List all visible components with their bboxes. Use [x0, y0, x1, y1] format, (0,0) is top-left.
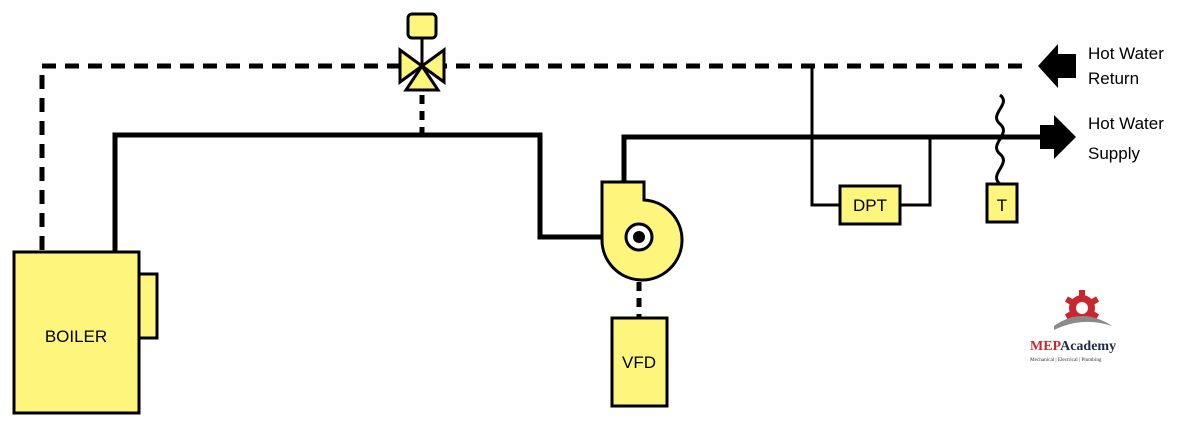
- dpt-taps: [810, 66, 932, 207]
- vfd: VFD: [610, 316, 669, 408]
- arrow-right-icon: [1040, 115, 1076, 159]
- dpt-box: [838, 184, 902, 226]
- valve-port-right: [419, 47, 446, 85]
- dpt: DPT: [838, 184, 902, 226]
- supply-pipe: [112, 132, 1040, 252]
- pump-impeller-hub: [633, 231, 645, 243]
- logo-title: MEPAcademy: [1030, 339, 1116, 354]
- temperature-probe: [995, 93, 1005, 186]
- arrow-left-icon: [1038, 44, 1076, 88]
- dpt-supply-tap: [900, 137, 932, 207]
- return-pipe: [39, 63, 1030, 250]
- three-way-valve-icon: [398, 12, 446, 92]
- gear-icon: [1064, 290, 1100, 321]
- logo-swoosh: [1054, 316, 1112, 330]
- boiler-burner: [137, 272, 159, 340]
- return-label-line1: Hot Water: [1088, 44, 1164, 63]
- valve-port-bottom: [403, 63, 441, 92]
- boiler: BOILER: [12, 250, 159, 415]
- supply-label-line1: Hot Water: [1088, 114, 1164, 133]
- vfd-box: [610, 316, 669, 408]
- return-pipe-main: [39, 63, 1030, 250]
- supply-label-line2: Supply: [1088, 144, 1140, 163]
- vfd-label: VFD: [622, 353, 656, 372]
- temperature-sensor: T: [985, 182, 1019, 224]
- dpt-return-tap: [810, 66, 840, 207]
- boiler-label: BOILER: [45, 327, 107, 346]
- return-label-line2: Return: [1088, 69, 1139, 88]
- dpt-label: DPT: [853, 196, 887, 215]
- logo-subtitle: Mechanical | Electrical | Plumbing: [1030, 357, 1102, 363]
- valve-port-left: [398, 47, 425, 85]
- temperature-sensor-box: [985, 182, 1019, 224]
- logo-title-academy: Academy: [1060, 339, 1116, 354]
- logo-title-mep: MEP: [1030, 339, 1062, 354]
- mep-academy-logo: MEPAcademy Mechanical | Electrical | Plu…: [1030, 290, 1116, 363]
- boiler-body: [12, 250, 141, 415]
- centrifugal-pump-icon: [600, 180, 684, 282]
- supply-pipe-from-pump: [621, 134, 1040, 182]
- temperature-sensor-label: T: [997, 196, 1007, 215]
- supply-pipe-to-pump: [112, 132, 628, 252]
- valve-actuator: [406, 12, 438, 40]
